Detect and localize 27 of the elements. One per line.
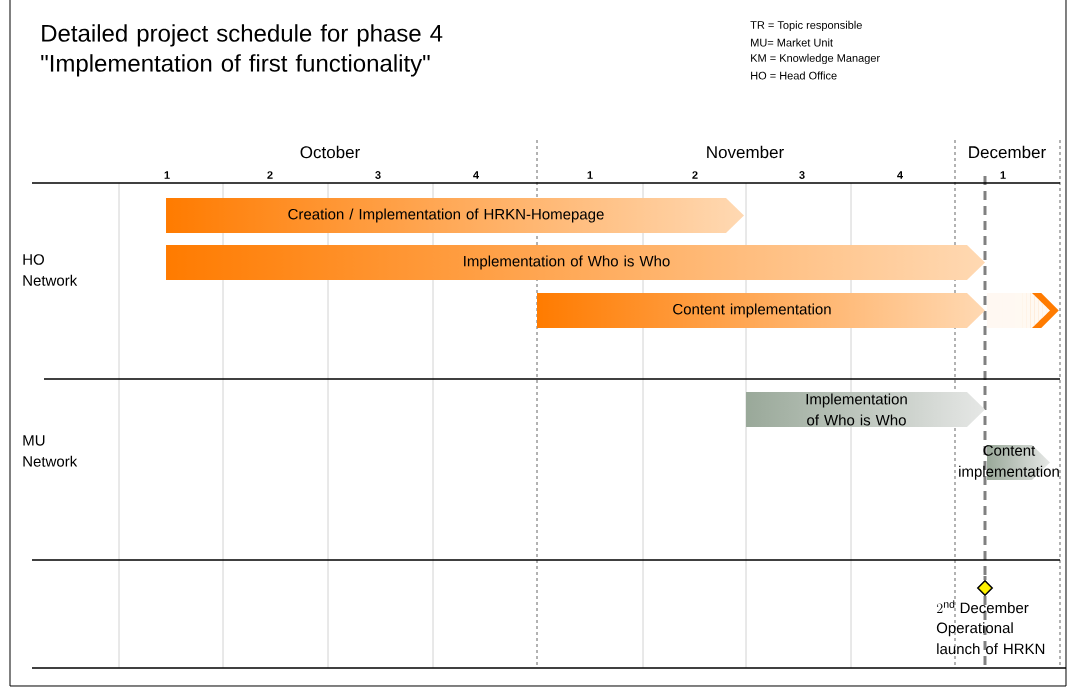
task-arrow: Content implementation [959, 445, 1059, 480]
week-number: 2 [267, 171, 273, 179]
month-label: December [969, 145, 1046, 159]
month-label: November [707, 145, 784, 159]
week-number: 3 [375, 171, 381, 179]
task-arrow: Content implementation [673, 303, 831, 318]
legend-text: TR = Topic responsible [750, 20, 862, 32]
title: Detailed project schedule for phase 4 "Implementation of first functionality" [41, 24, 443, 77]
week-number: 2 [692, 171, 698, 179]
row-label: MU Network [23, 435, 78, 467]
milestone-date: $2^{\mathrm{nd}}\mbox{ December}$ [936, 600, 1029, 614]
legend-text: MU= Market Unit [751, 38, 833, 47]
month-label: October [300, 145, 360, 159]
task-arrow: Implementation of Who is Who [464, 255, 670, 270]
milestone-label: Operational launch of HRKN [936, 622, 1045, 655]
week-number: 1 [587, 171, 593, 179]
row-label: HO Network [23, 254, 78, 286]
legend-text: HO = Head Office [751, 71, 837, 80]
legend-text: KM = Knowledge Manager [751, 53, 880, 65]
week-number: 3 [799, 171, 805, 179]
task-arrow [987, 293, 1059, 328]
task-arrow: Implementation of Who is Who [806, 393, 907, 426]
task-arrow: Creation / Implementation of HRKN-Homepage [288, 208, 604, 223]
week-number: 4 [897, 171, 903, 179]
week-number: 4 [473, 171, 479, 179]
week-number: 1 [1000, 171, 1006, 179]
week-number: 1 [164, 171, 170, 179]
